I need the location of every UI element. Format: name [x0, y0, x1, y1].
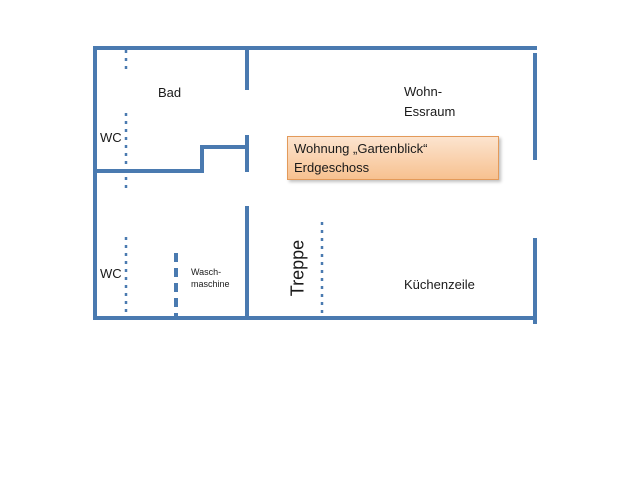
apartment-name: Wohnung „Gartenblick“	[294, 141, 428, 156]
bathroom-partition-wall	[93, 145, 249, 173]
room-label-wc-upper: WC	[100, 130, 122, 145]
apartment-floor: Erdgeschoss	[294, 159, 370, 175]
room-label-wasch-line2: maschine	[191, 279, 230, 289]
room-label-kueche: Küchenzeile	[404, 277, 475, 292]
room-label-wasch-line1: Wasch-	[191, 267, 222, 277]
room-label-treppe: Treppe	[287, 239, 308, 297]
apartment-info-box: Wohnung „Gartenblick“ Erdgeschoss	[287, 136, 499, 180]
room-label-wc-lower: WC	[100, 266, 122, 281]
room-label-wohn-line1: Wohn-	[404, 84, 443, 99]
room-label-bad: Bad	[158, 85, 182, 100]
room-label-wohn-line2: Essraum	[404, 104, 456, 119]
